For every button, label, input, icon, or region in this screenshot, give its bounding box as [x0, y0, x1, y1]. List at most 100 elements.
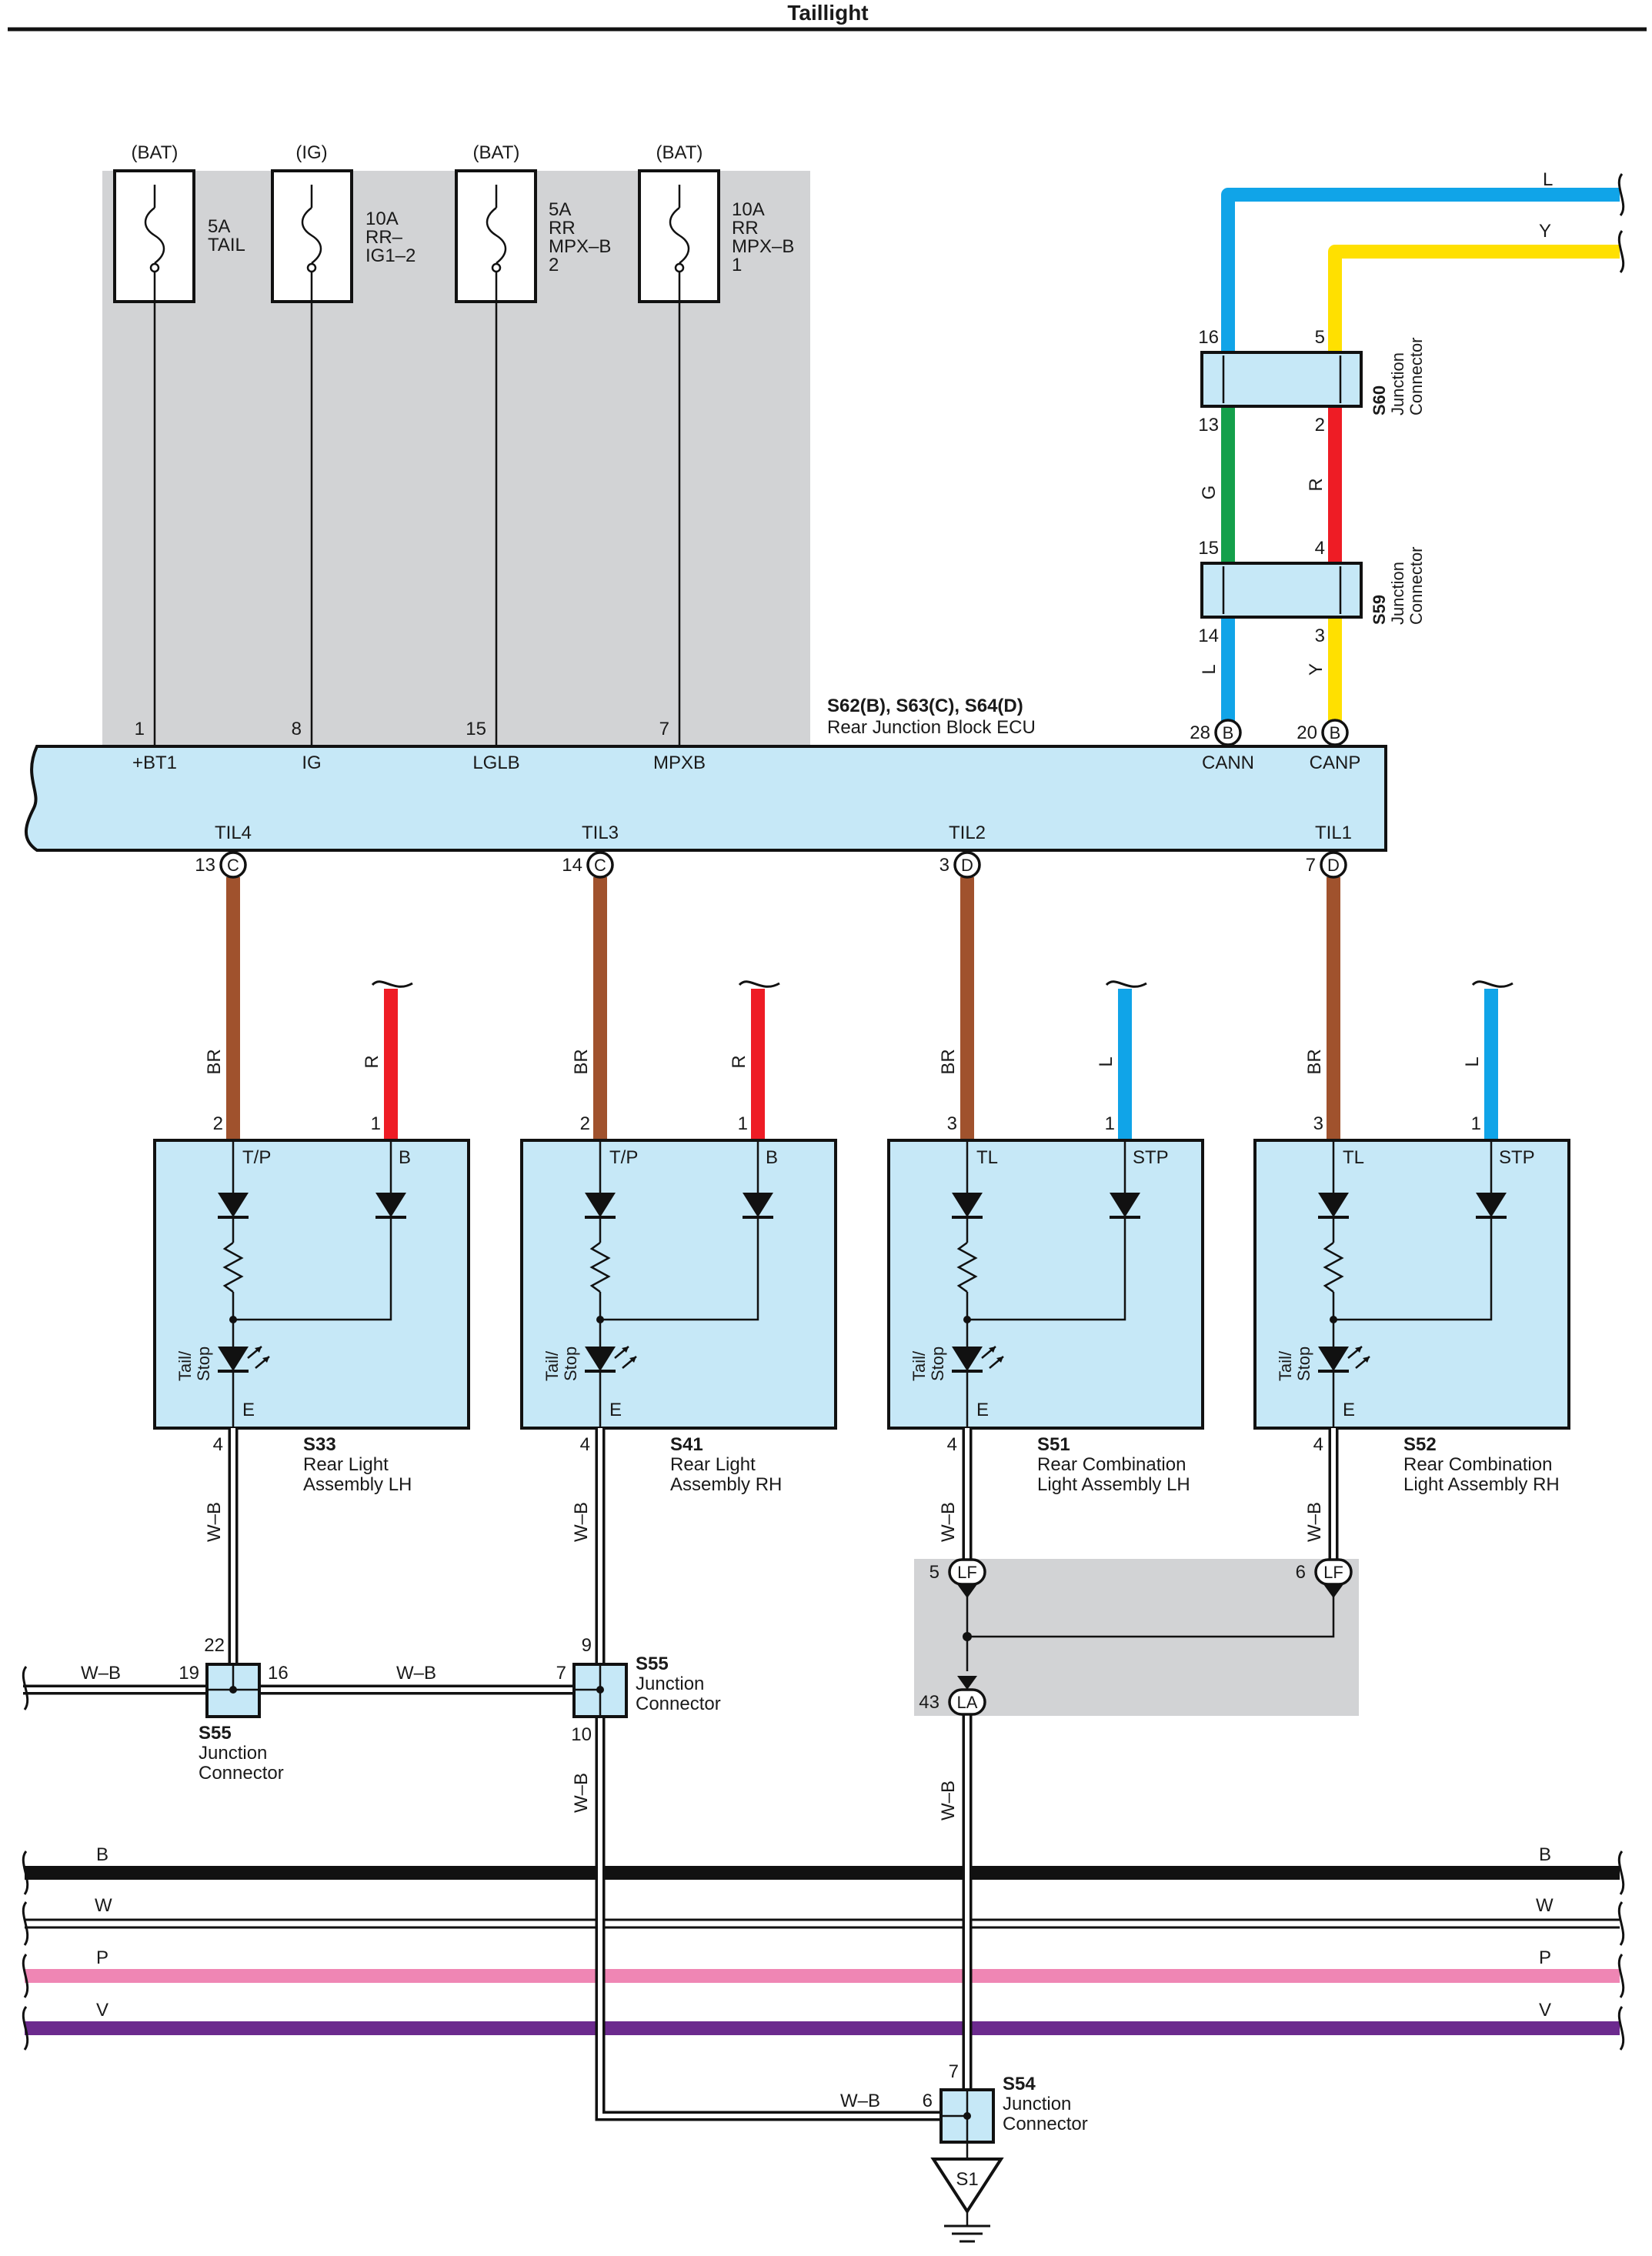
ecu-can-pin-28: 28 [1190, 723, 1210, 743]
splice-pin-5: 5 [929, 1562, 939, 1583]
lamp-2-wire-a: BR [571, 1049, 592, 1074]
break-mark-l [1617, 173, 1625, 216]
splice-connectors: LF 5 LF 6 LA 43 [919, 1558, 1353, 1716]
fuse-1-pin: 1 [135, 719, 145, 739]
ecu-out-conn-13: C [227, 856, 239, 875]
fuse-3-rating-2: RR [549, 218, 576, 239]
ecu-out-conn-3: D [961, 856, 973, 875]
fuse-4-rating-2: RR [732, 218, 759, 239]
fuse-3: (BAT) 5A RR MPX–B 2 [455, 142, 611, 303]
ground-label: S1 [956, 2169, 978, 2190]
ecu-can-pin-20: 20 [1297, 723, 1317, 743]
s55-left-pin-19: 19 [179, 1663, 199, 1684]
splice-conn-lf-1: LF [957, 1563, 977, 1582]
lamp-4-pin-a: 3 [1313, 1113, 1323, 1134]
lamp-2-ground-wire: W–B [571, 1502, 592, 1542]
fuse-2-rating-3: IG1–2 [365, 245, 416, 266]
s54-junction-connector: 7 6 S54 Junction Connector [923, 2061, 1088, 2144]
lamp-2-code: S41 [670, 1434, 703, 1455]
s54-pin-7: 7 [949, 2061, 959, 2082]
ecu-can-conn-28: B [1223, 723, 1234, 743]
s55-left-name-1: Junction [199, 1743, 267, 1764]
s54-pin-6: 6 [923, 2091, 933, 2111]
s55-right-pin-7: 7 [556, 1663, 566, 1684]
ecu-out-pin-13: 13 [195, 855, 215, 876]
fuse-3-rating-4: 2 [549, 255, 559, 275]
s55-left-wire-left: W–B [81, 1663, 121, 1684]
bus-break-marks [22, 1851, 1625, 2051]
s60-pin-5: 5 [1315, 327, 1325, 348]
ecu-can-conn-20: B [1330, 723, 1341, 743]
lamp-assembly-s52: 3 1 TL STP Tail/ Stop E 4 S52 Re [1253, 1113, 1570, 1495]
ecu-term-til4: TIL4 [215, 823, 252, 843]
s55-left-wire-right: W–B [396, 1663, 436, 1684]
ecu-out-conn-14: C [594, 856, 606, 875]
fuse-1-rating-1: 5A [208, 216, 230, 237]
ecu-term-til3: TIL3 [582, 823, 619, 843]
s55-left-pin-16: 16 [268, 1663, 289, 1684]
lamp-4-wire-a: BR [1304, 1049, 1325, 1074]
can-wire-bot-y-label: Y [1306, 663, 1327, 676]
fuse-3-source: (BAT) [473, 142, 520, 163]
s59-code: S59 [1370, 595, 1389, 625]
lamp-2-bulb-2: Stop [561, 1347, 580, 1381]
ecu-term-mpxb: MPXB [653, 753, 706, 773]
lamp-2-term-a: T/P [609, 1147, 638, 1168]
s59-pin-4: 4 [1315, 538, 1325, 559]
lamp-1-bulb-2: Stop [194, 1347, 213, 1381]
lamp-3-wire-a: BR [938, 1049, 959, 1074]
lamp-4-bulb-1: Tail/ [1276, 1350, 1295, 1381]
s59-pin-15: 15 [1198, 538, 1219, 559]
can-wire-top-l-label: L [1543, 169, 1553, 190]
s55-right-junction-connector: 9 7 10 S55 Junction Connector [556, 1635, 721, 1745]
lamp-4-bulb-2: Stop [1294, 1347, 1313, 1381]
lamp-3-term-b: STP [1133, 1147, 1169, 1168]
bus-v-label-left: V [96, 2000, 108, 2021]
s59-pin-14: 14 [1198, 626, 1219, 646]
lamp-1-name-2: Assembly LH [303, 1474, 412, 1495]
lamp-2-wire-b: R [729, 1055, 749, 1068]
fuse-3-rating-1: 5A [549, 199, 571, 220]
s55-right-pin-9: 9 [582, 1635, 592, 1656]
ecu-name: Rear Junction Block ECU [827, 717, 1036, 738]
lamp-4-pin-b: 1 [1471, 1113, 1481, 1134]
bus-p-label-right: P [1539, 1947, 1551, 1968]
bus-v-label-right: V [1539, 2000, 1551, 2021]
s55-left-code: S55 [199, 1723, 232, 1744]
lamp-3-ground-term: E [976, 1400, 989, 1420]
lamp-3-name-2: Light Assembly LH [1037, 1474, 1190, 1495]
ecu-out-conn-7: D [1327, 856, 1340, 875]
lamp-4-ground-term: E [1343, 1400, 1355, 1420]
lamp-1-term-a: T/P [242, 1147, 271, 1168]
ecu-out-pin-14: 14 [562, 855, 582, 876]
lamp-4-wire-b: L [1462, 1056, 1483, 1066]
bus-w-label-right: W [1536, 1895, 1554, 1916]
s55-left-name-2: Connector [199, 1763, 284, 1784]
splice-pin-43: 43 [919, 1692, 939, 1713]
lamp-3-wire-b: L [1096, 1056, 1116, 1066]
lamp-3-term-a: TL [976, 1147, 998, 1168]
fuse-2-rating-2: RR– [365, 227, 403, 248]
lamp-4-term-a: TL [1343, 1147, 1364, 1168]
can-wire-mid-r-label: R [1306, 478, 1327, 491]
page-title: Taillight [787, 1, 868, 25]
ecu-can-pins: B 28 B 20 [1190, 719, 1349, 746]
lamp-3-bulb-1: Tail/ [909, 1350, 929, 1381]
lamp-2-pin-b: 1 [738, 1113, 748, 1134]
stop-feed-wires [371, 980, 1513, 1140]
s60-name-2: Connector [1407, 337, 1426, 415]
s54-name-2: Connector [1003, 2114, 1088, 2134]
lamp-2-name-1: Rear Light [670, 1454, 756, 1475]
lamp-3-code: S51 [1037, 1434, 1070, 1455]
lamp-4-name-2: Light Assembly RH [1403, 1474, 1560, 1495]
s60-name-1: Junction [1388, 352, 1407, 415]
lamp-1-bulb-1: Tail/ [175, 1350, 195, 1381]
lamp-assembly-s41: 2 1 T/P B Tail/ Stop E 4 S41 Rea [520, 1113, 837, 1495]
lamp-1-name-1: Rear Light [303, 1454, 389, 1475]
wb-over-bus [595, 1845, 973, 2064]
fuse-4-rating-3: MPX–B [732, 236, 794, 257]
ecu-out-pin-3: 3 [939, 855, 949, 876]
lamp-3-bulb-2: Stop [928, 1347, 947, 1381]
lamp-4-term-b: STP [1499, 1147, 1535, 1168]
